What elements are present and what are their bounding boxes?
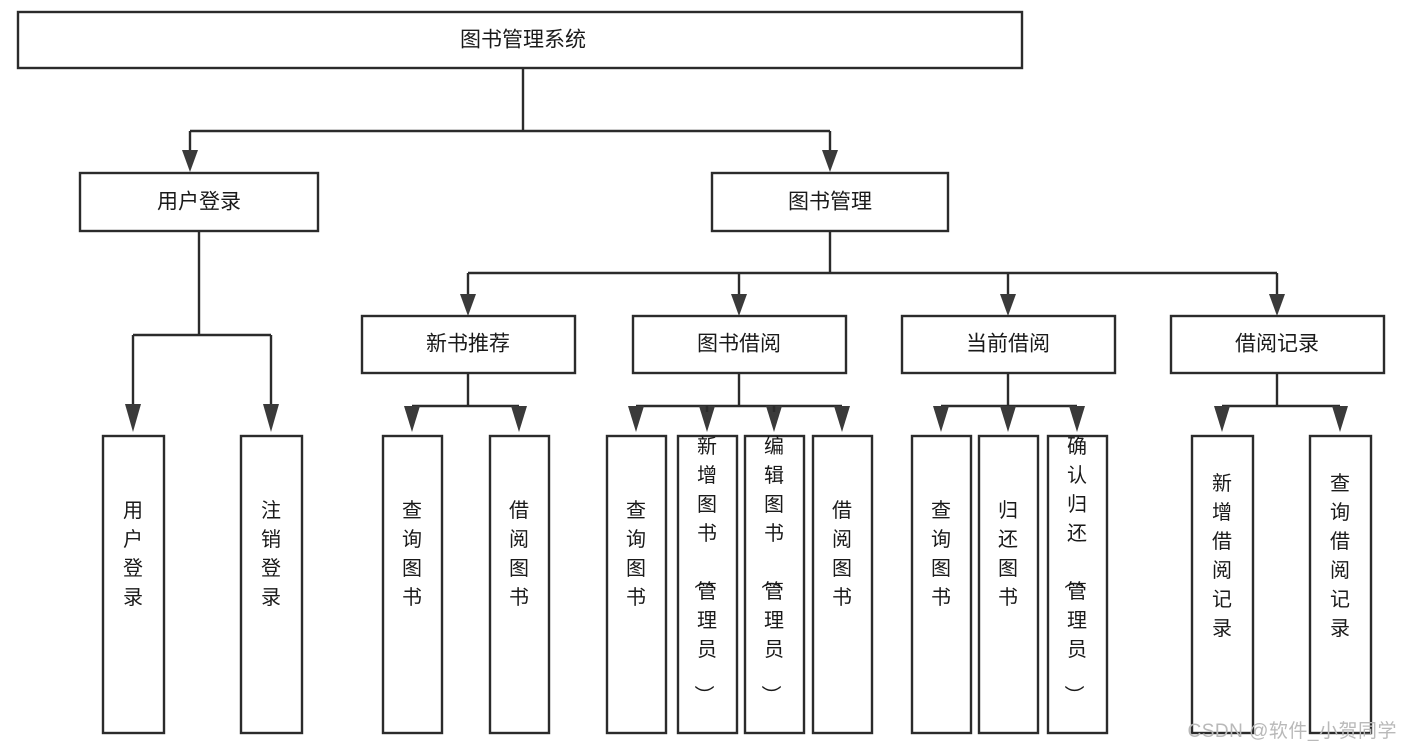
node-root-system-box[interactable]	[16, 10, 1024, 70]
node-book-borrow-label: 图书借阅	[697, 333, 781, 356]
node-book-borrow-box[interactable]	[631, 314, 848, 375]
leaf-book-borrow-4[interactable]: 借阅图书	[811, 434, 874, 735]
leaf-user-login-1[interactable]: 用户登录	[101, 434, 166, 735]
arrow-new-book-leaf-1	[404, 406, 420, 432]
arrow-book-manage-to-borrow	[731, 294, 747, 316]
arrow-current-borrow-leaf-2	[1000, 406, 1016, 432]
leaf-current-borrow-1[interactable]: 查询图书	[910, 434, 973, 735]
node-current-borrow-box[interactable]	[900, 314, 1117, 375]
leaf-user-login-2-box[interactable]	[239, 434, 304, 735]
node-borrow-record-box[interactable]	[1169, 314, 1386, 375]
connector-group-current-borrow	[933, 373, 1085, 432]
arrow-borrow-record-leaf-1	[1214, 406, 1230, 432]
csdn-watermark: CSDN @软件_小贺同学	[1187, 721, 1397, 742]
leaf-current-borrow-2-box[interactable]	[977, 434, 1040, 735]
leaf-borrow-record-1-box[interactable]	[1190, 434, 1255, 735]
connector-group-user-login	[125, 231, 279, 432]
node-new-book-recommend-box[interactable]	[360, 314, 577, 375]
connector-group-book-borrow	[628, 373, 850, 432]
leaf-current-borrow-3-box[interactable]	[1046, 434, 1109, 735]
leaf-book-borrow-2[interactable]: 新增图书（管理员）	[676, 434, 739, 735]
arrow-root-to-book-manage	[822, 150, 838, 172]
node-new-book-recommend-label: 新书推荐	[426, 333, 510, 356]
arrow-book-borrow-leaf-4	[834, 406, 850, 432]
arrow-current-borrow-leaf-3	[1069, 406, 1085, 432]
leaf-user-login-2-label: 注销登录	[261, 499, 281, 609]
leaf-user-login-1-label: 用户登录	[123, 500, 143, 609]
leaf-borrow-record-2-box[interactable]	[1308, 434, 1373, 735]
leaf-new-book-1-label: 查询图书	[402, 499, 422, 609]
node-borrow-record[interactable]: 借阅记录	[1169, 314, 1386, 375]
arrow-user-login-leaf-2	[263, 404, 279, 432]
node-book-manage-box[interactable]	[710, 171, 950, 233]
node-root-system-label: 图书管理系统	[460, 29, 586, 52]
leaf-book-borrow-1-label: 查询图书	[626, 499, 646, 609]
leaf-new-book-2-box[interactable]	[488, 434, 551, 735]
connector-group-new-book-recommend	[404, 373, 527, 432]
leaf-current-borrow-2-label: 归还图书	[998, 499, 1018, 609]
leaf-current-borrow-1-box[interactable]	[910, 434, 973, 735]
leaf-book-borrow-1[interactable]: 查询图书	[605, 434, 668, 735]
leaf-new-book-2[interactable]: 借阅图书	[488, 434, 551, 735]
leaf-book-borrow-2-label: 新增图书（管理员）	[692, 435, 717, 705]
connector-group-borrow-record	[1214, 373, 1348, 432]
node-root-system[interactable]: 图书管理系统	[16, 10, 1024, 70]
connector-group-book-manage	[460, 231, 1285, 316]
arrow-new-book-leaf-2	[511, 406, 527, 432]
node-user-login-box[interactable]	[78, 171, 320, 233]
leaf-current-borrow-2[interactable]: 归还图书	[977, 434, 1040, 735]
arrow-root-to-user-login	[182, 150, 198, 172]
node-user-login[interactable]: 用户登录	[78, 171, 320, 233]
leaf-book-borrow-3-box[interactable]	[743, 434, 806, 735]
arrow-book-borrow-leaf-3	[766, 406, 782, 432]
arrow-book-manage-to-current	[1000, 294, 1016, 316]
node-borrow-record-label: 借阅记录	[1235, 333, 1319, 356]
leaf-book-borrow-4-label: 借阅图书	[832, 499, 852, 609]
leaf-book-borrow-1-box[interactable]	[605, 434, 668, 735]
arrow-user-login-leaf-1	[125, 404, 141, 432]
node-book-manage-label: 图书管理	[788, 191, 872, 214]
leaf-new-book-2-label: 借阅图书	[509, 499, 529, 609]
arrow-current-borrow-leaf-1	[933, 406, 949, 432]
node-current-borrow[interactable]: 当前借阅	[900, 314, 1117, 375]
leaf-borrow-record-2[interactable]: 查询借阅记录	[1308, 434, 1373, 735]
node-user-login-label: 用户登录	[157, 191, 241, 214]
arrow-book-borrow-leaf-2	[699, 406, 715, 432]
leaf-current-borrow-1-label: 查询图书	[931, 499, 951, 609]
arrow-borrow-record-leaf-2	[1332, 406, 1348, 432]
leaf-borrow-record-1[interactable]: 新增借阅记录	[1190, 434, 1255, 735]
connector-group-root	[182, 68, 838, 172]
leaf-user-login-2[interactable]: 注销登录	[239, 434, 304, 735]
leaf-book-borrow-3-label: 编辑图书（管理员）	[759, 435, 784, 705]
node-new-book-recommend[interactable]: 新书推荐	[360, 314, 577, 375]
leaf-borrow-record-2-label: 查询借阅记录	[1330, 472, 1350, 640]
leaf-current-borrow-3-label: 确认归还（管理员）	[1062, 435, 1087, 705]
leaf-borrow-record-1-label: 新增借阅记录	[1212, 472, 1232, 640]
leaf-book-borrow-3[interactable]: 编辑图书（管理员）	[743, 434, 806, 735]
leaf-current-borrow-3[interactable]: 确认归还（管理员）	[1046, 434, 1109, 735]
node-book-manage[interactable]: 图书管理	[710, 171, 950, 233]
leaf-new-book-1-box[interactable]	[381, 434, 444, 735]
arrow-book-manage-to-new-book	[460, 294, 476, 316]
leaf-book-borrow-4-box[interactable]	[811, 434, 874, 735]
node-book-borrow[interactable]: 图书借阅	[631, 314, 848, 375]
arrow-book-borrow-leaf-1	[628, 406, 644, 432]
arrow-book-manage-to-record	[1269, 294, 1285, 316]
node-current-borrow-label: 当前借阅	[966, 333, 1050, 356]
leaf-new-book-1[interactable]: 查询图书	[381, 434, 444, 735]
leaf-book-borrow-2-box[interactable]	[676, 434, 739, 735]
leaf-user-login-1-box[interactable]	[101, 434, 166, 735]
